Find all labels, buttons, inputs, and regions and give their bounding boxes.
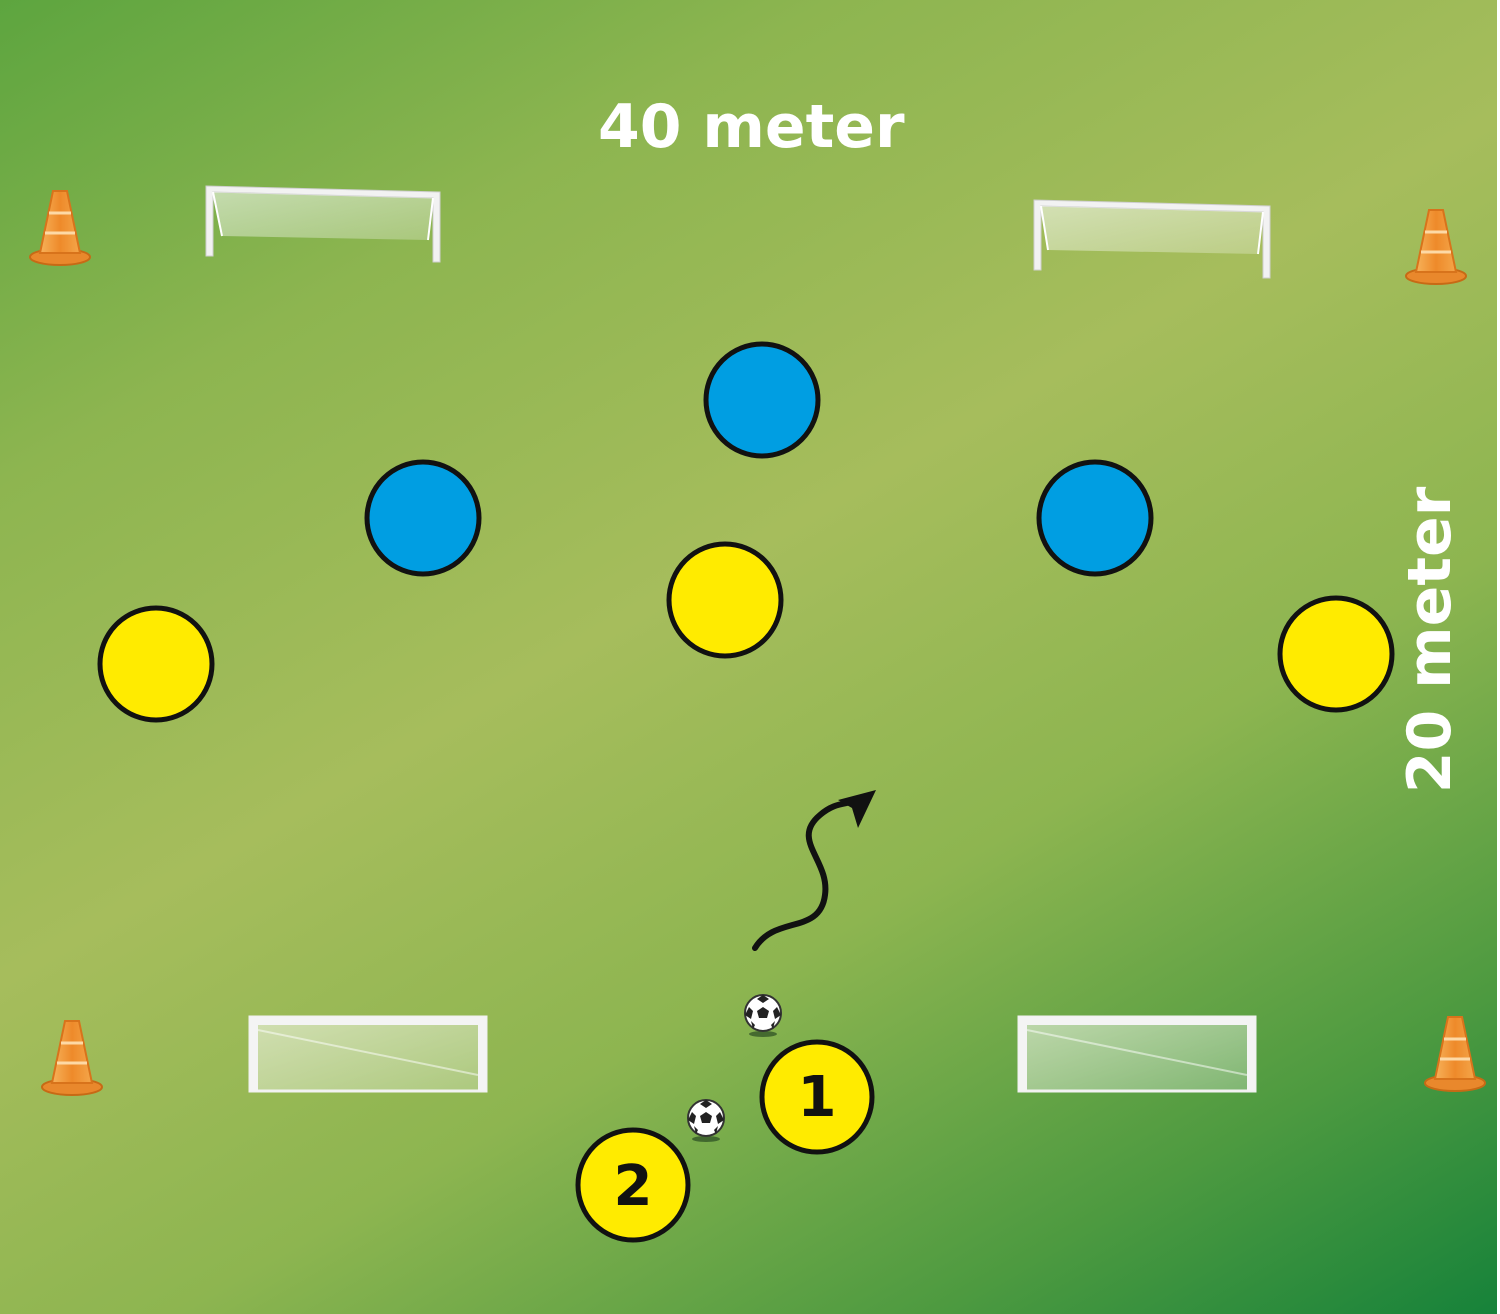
- goal-top-left: [205, 185, 441, 263]
- player-yellow: [97, 605, 215, 723]
- player-blue: [364, 459, 482, 577]
- cone-icon: [40, 1019, 104, 1097]
- cone-icon: [1404, 208, 1468, 286]
- player-yellow: [1277, 595, 1395, 713]
- goal-bottom-right: [1017, 1015, 1257, 1093]
- player-blue: [703, 341, 821, 459]
- player-blue: [1036, 459, 1154, 577]
- field-height-label: 20 meter: [1395, 486, 1465, 794]
- player-number-2: 2: [613, 1154, 653, 1219]
- player-yellow: [666, 541, 784, 659]
- soccer-ball-icon: [744, 994, 782, 1038]
- goal-top-right: [1033, 199, 1271, 279]
- player-yellow-1: [759, 1039, 875, 1155]
- player-yellow-2: [575, 1127, 691, 1243]
- cone-icon: [28, 189, 92, 267]
- player-number-1: 1: [797, 1065, 837, 1130]
- goal-bottom-left: [248, 1015, 488, 1093]
- soccer-ball-icon: [687, 1099, 725, 1143]
- dribble-arrow-icon: [752, 790, 876, 951]
- field-width-label: 40 meter: [598, 92, 905, 162]
- cone-icon: [1423, 1015, 1487, 1093]
